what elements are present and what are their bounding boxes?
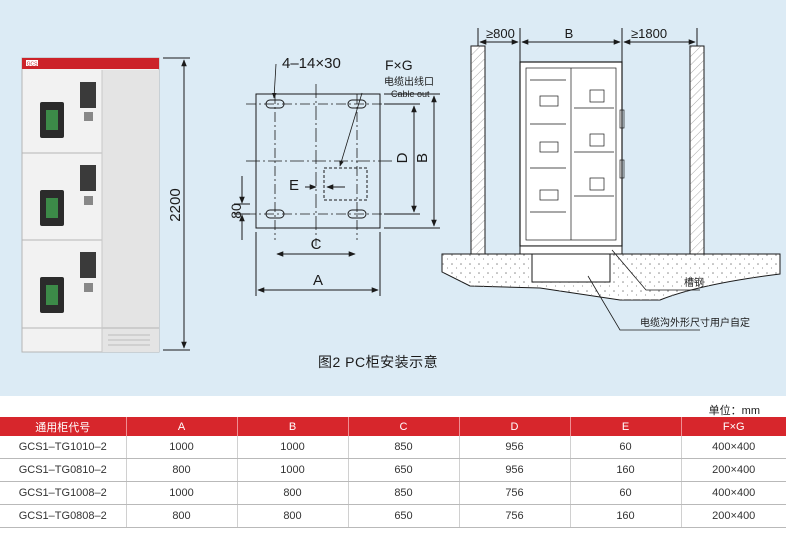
cell-a: 1000 (126, 481, 238, 505)
table-header-row: 通用柜代号 A B C D E F×G (0, 417, 786, 436)
dim-80-label: 80 (228, 203, 244, 219)
cell-e: 60 (570, 436, 682, 459)
left-wall (471, 46, 485, 254)
cell-a: 800 (126, 458, 238, 482)
cell-b: 1000 (237, 458, 349, 482)
cell-c: 650 (348, 504, 460, 528)
cell-d: 956 (459, 436, 571, 459)
hole-spec-label: 4–14×30 (282, 55, 341, 72)
header-c: C (348, 417, 460, 436)
installation-drawing: GCS 22 (21, 26, 781, 353)
height-label: 2200 (167, 188, 184, 221)
cell-fxg: 200×400 (681, 504, 786, 528)
cable-trench (531, 253, 611, 283)
cell-code: GCS1–TG1010–2 (0, 436, 127, 459)
channel-steel-label: 槽钢 (684, 276, 704, 289)
breaker-unit-3 (40, 252, 96, 313)
dim-d-label: D (394, 152, 411, 163)
cell-e: 60 (570, 481, 682, 505)
clearance-right-label: ≥1800 (631, 26, 667, 41)
header-cabinet-code: 通用柜代号 (0, 417, 127, 436)
dim-e-label: E (289, 177, 299, 194)
cell-d: 756 (459, 481, 571, 505)
unit-label: 单位：mm (708, 405, 760, 417)
table-row: GCS1–TG1010–2 1000 1000 850 956 60 400×4… (0, 436, 786, 459)
cell-b: 800 (237, 504, 349, 528)
cable-size-label: F×G (385, 57, 413, 73)
cell-code: GCS1–TG1008–2 (0, 481, 127, 505)
header-e: E (570, 417, 682, 436)
spec-table: 通用柜代号 A B C D E F×G GCS1–TG1010–2 1000 1… (0, 417, 786, 528)
breaker-unit-1 (40, 82, 96, 138)
cell-code: GCS1–TG0810–2 (0, 458, 127, 482)
height-dimension: 2200 (163, 57, 190, 351)
cell-a: 1000 (126, 436, 238, 459)
dim-b-side-label: B (565, 26, 574, 41)
cell-e: 160 (570, 458, 682, 482)
cell-a: 800 (126, 504, 238, 528)
cable-outlet-box (323, 167, 368, 201)
header-a: A (126, 417, 238, 436)
right-wall (690, 46, 704, 254)
cell-d: 756 (459, 504, 571, 528)
clearance-left-label: ≥800 (486, 26, 515, 41)
table-row: GCS1–TG1008–2 1000 800 850 756 60 400×40… (0, 481, 786, 505)
table-row: GCS1–TG0808–2 800 800 650 756 160 200×40… (0, 504, 786, 528)
figure-caption: 图2 PC柜安装示意 (318, 354, 439, 370)
cell-c: 650 (348, 458, 460, 482)
header-fxg: F×G (681, 417, 786, 436)
table-row: GCS1–TG0810–2 800 1000 650 956 160 200×4… (0, 458, 786, 482)
cell-c: 850 (348, 481, 460, 505)
base-plan: 4–14×30 F×G 电缆出线口 Cable out E 80 C A D B (228, 55, 440, 296)
cell-fxg: 400×400 (681, 481, 786, 505)
trench-note-label: 电缆沟外形尺寸用户自定 (640, 316, 750, 329)
cell-fxg: 400×400 (681, 436, 786, 459)
cell-c: 850 (348, 436, 460, 459)
cell-fxg: 200×400 (681, 458, 786, 482)
cell-e: 160 (570, 504, 682, 528)
channel-steel-base (519, 245, 623, 255)
cabinet-illustration: GCS (21, 57, 160, 353)
dim-b-label: B (414, 153, 431, 163)
cabinet-badge (26, 60, 38, 66)
header-d: D (459, 417, 571, 436)
cabinet-top-band (22, 58, 159, 69)
cable-outlet-cn: 电缆出线口 (384, 75, 434, 88)
dim-a-label: A (313, 272, 323, 289)
cabinet-badge-text: GCS (27, 62, 39, 68)
cell-b: 800 (237, 481, 349, 505)
side-section: ≥800 B ≥1800 槽钢 电缆沟外形尺寸用户自定 (441, 26, 781, 331)
cell-b: 1000 (237, 436, 349, 459)
cell-d: 956 (459, 458, 571, 482)
breaker-unit-2 (40, 165, 96, 226)
dim-c-label: C (311, 236, 322, 253)
header-b: B (237, 417, 349, 436)
cell-code: GCS1–TG0808–2 (0, 504, 127, 528)
